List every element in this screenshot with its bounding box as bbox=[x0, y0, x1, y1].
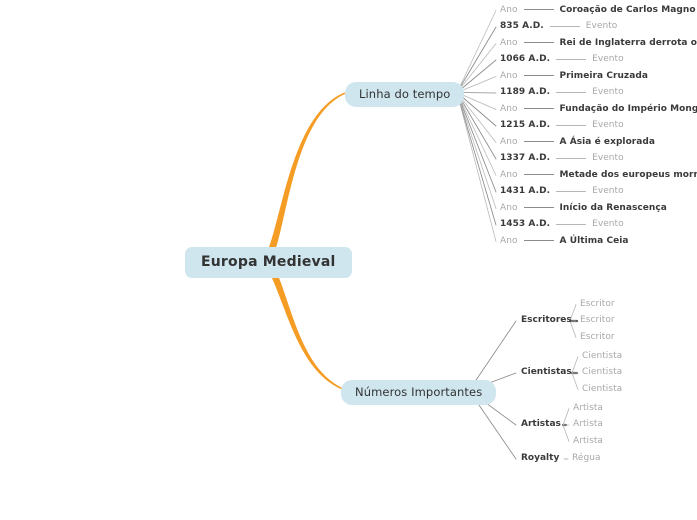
timeline-item-connector bbox=[556, 58, 587, 60]
timeline-item-value: Fundação do Império Mongol bbox=[559, 103, 697, 114]
numbers-category-label[interactable]: Cientistas bbox=[521, 367, 572, 377]
timeline-item-connector bbox=[556, 157, 587, 159]
numbers-subitem[interactable]: Cientista bbox=[582, 367, 623, 377]
timeline-item[interactable]: Ano Início da Renascença bbox=[500, 203, 667, 213]
timeline-item-connector bbox=[523, 207, 554, 208]
timeline-item-connector bbox=[556, 190, 587, 192]
curve-to-linha-do-tempo bbox=[268, 91, 349, 251]
timeline-item-key: 1453 A.D. bbox=[500, 219, 551, 229]
timeline-fan-line bbox=[456, 43, 497, 93]
timeline-item-key: 1066 A.D. bbox=[500, 54, 551, 64]
branch-node-label: Linha do tempo bbox=[359, 87, 451, 101]
timeline-item[interactable]: Ano Fundação do Império Mongol bbox=[500, 104, 697, 114]
timeline-item-key: 835 A.D. bbox=[500, 21, 544, 31]
timeline-item-key: Ano bbox=[500, 136, 518, 147]
branch-node-linha-do-tempo[interactable]: Linha do tempo bbox=[345, 82, 465, 107]
timeline-item-value: Evento bbox=[592, 153, 624, 163]
timeline-item-value: Evento bbox=[585, 21, 618, 31]
timeline-item-value: Metade dos europeus morre bbox=[559, 169, 697, 180]
timeline-item[interactable]: 1066 A.D. Evento bbox=[500, 54, 624, 64]
timeline-item-key: 1431 A.D. bbox=[500, 186, 551, 196]
timeline-item-connector bbox=[523, 108, 554, 109]
timeline-item[interactable]: 1453 A.D. Evento bbox=[500, 219, 624, 229]
numbers-category-label[interactable]: Escritores bbox=[521, 315, 572, 325]
numbers-category-label[interactable]: Royalty bbox=[521, 453, 560, 463]
subcategory-fan-line bbox=[571, 372, 579, 390]
numbers-subitem[interactable]: Escritor bbox=[580, 315, 615, 325]
timeline-fan-line bbox=[456, 92, 497, 226]
curve-to-numeros-importantes bbox=[268, 268, 346, 391]
branch-node-numeros-importantes[interactable]: Números Importantes bbox=[341, 380, 497, 405]
timeline-item[interactable]: Ano A Última Ceia bbox=[500, 236, 629, 246]
numbers-subitem[interactable]: Escritor bbox=[580, 331, 615, 342]
root-branch-curves bbox=[268, 91, 349, 391]
timeline-item[interactable]: 1337 A.D. Evento bbox=[500, 153, 624, 163]
timeline-fan-line bbox=[456, 92, 497, 160]
numbers-subitem[interactable]: Artista bbox=[573, 419, 603, 429]
timeline-fan-line bbox=[456, 92, 497, 242]
numbers-subitem[interactable]: Escritor bbox=[580, 298, 615, 309]
timeline-item-value: Evento bbox=[592, 54, 624, 64]
branch-node-label: Números Importantes bbox=[355, 385, 483, 399]
timeline-item-key: Ano bbox=[500, 202, 518, 213]
timeline-item-connector bbox=[556, 124, 587, 126]
subcategory-fan-line bbox=[562, 424, 570, 442]
timeline-item[interactable]: Ano Coroação de Carlos Magno bbox=[500, 5, 696, 15]
timeline-item-connector bbox=[523, 42, 554, 43]
timeline-item-key: Ano bbox=[500, 37, 518, 48]
timeline-item-value: Evento bbox=[592, 120, 624, 130]
timeline-item-key: 1337 A.D. bbox=[500, 153, 551, 163]
subcategory-fan-line bbox=[562, 408, 570, 426]
timeline-item-connector bbox=[556, 91, 587, 93]
timeline-fan-line bbox=[456, 10, 497, 93]
numbers-subitem[interactable]: Cientista bbox=[582, 383, 623, 394]
timeline-item[interactable]: Ano Metade dos europeus morre bbox=[500, 170, 697, 180]
timeline-fan-line bbox=[456, 92, 497, 209]
timeline-item-key: 1215 A.D. bbox=[500, 120, 551, 130]
root-node-label: Europa Medieval bbox=[201, 254, 336, 270]
timeline-item-key: Ano bbox=[500, 70, 518, 81]
numbers-subitem[interactable]: Régua bbox=[572, 453, 601, 463]
timeline-item-value: Evento bbox=[592, 87, 624, 97]
timeline-item-key: 1189 A.D. bbox=[500, 87, 551, 97]
timeline-item-connector bbox=[523, 240, 554, 241]
timeline-item-connector bbox=[523, 141, 554, 142]
timeline-fan-line bbox=[456, 92, 497, 176]
timeline-item[interactable]: 835 A.D. Evento bbox=[500, 21, 617, 31]
timeline-item-value: Primeira Cruzada bbox=[559, 70, 648, 81]
timeline-fan-line bbox=[456, 92, 497, 193]
numbers-subitem[interactable]: Artista bbox=[573, 402, 603, 413]
timeline-fan-line bbox=[456, 26, 497, 93]
timeline-item-connector bbox=[523, 9, 554, 10]
timeline-item-key: Ano bbox=[500, 235, 518, 246]
timeline-item-value: A Última Ceia bbox=[559, 235, 629, 246]
timeline-item-value: A Ásia é explorada bbox=[559, 136, 656, 147]
timeline-fan-lines bbox=[439, 10, 497, 242]
timeline-item[interactable]: Ano A Ásia é explorada bbox=[500, 137, 655, 147]
root-node[interactable]: Europa Medieval bbox=[185, 247, 352, 278]
timeline-item[interactable]: 1215 A.D. Evento bbox=[500, 120, 624, 130]
timeline-item-connector bbox=[523, 75, 554, 76]
numbers-category-label[interactable]: Artistas bbox=[521, 419, 561, 429]
timeline-item-value: Início da Renascença bbox=[559, 202, 667, 213]
timeline-item[interactable]: Ano Primeira Cruzada bbox=[500, 71, 648, 81]
timeline-item[interactable]: 1431 A.D. Evento bbox=[500, 186, 624, 196]
timeline-item-value: Rei de Inglaterra derrota os invasores bbox=[559, 37, 697, 48]
timeline-item-connector bbox=[549, 25, 580, 27]
timeline-item-value: Coroação de Carlos Magno bbox=[559, 4, 696, 15]
numbers-subitem[interactable]: Artista bbox=[573, 435, 603, 446]
timeline-item-key: Ano bbox=[500, 103, 518, 114]
subcategory-fan-line bbox=[571, 356, 579, 374]
timeline-item-value: Evento bbox=[592, 186, 624, 196]
timeline-item-key: Ano bbox=[500, 169, 518, 180]
timeline-item-connector bbox=[556, 223, 587, 225]
timeline-item-value: Evento bbox=[592, 219, 624, 229]
timeline-item-connector bbox=[523, 174, 554, 175]
timeline-item[interactable]: Ano Rei de Inglaterra derrota os invasore… bbox=[500, 38, 697, 48]
numbers-subitem[interactable]: Cientista bbox=[582, 350, 623, 361]
timeline-item-key: Ano bbox=[500, 4, 518, 15]
timeline-item[interactable]: 1189 A.D. Evento bbox=[500, 87, 624, 97]
